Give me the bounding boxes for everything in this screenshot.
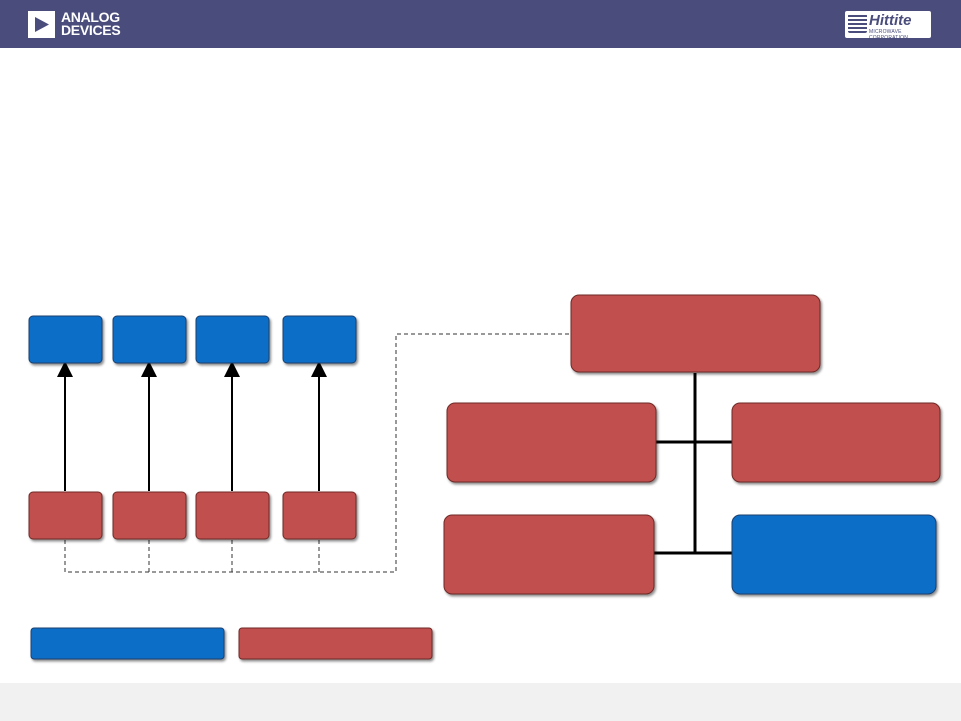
legend-blue-box	[30, 627, 225, 660]
analog-devices-logo: ANALOG DEVICES	[28, 8, 121, 40]
right-root-box	[570, 294, 821, 373]
left-top-box-3	[195, 315, 270, 364]
right-child-box-3	[443, 514, 655, 595]
globe-icon	[848, 14, 867, 33]
right-child-box-4	[731, 514, 937, 595]
left-top-box-1	[28, 315, 103, 364]
org-diagram	[28, 294, 941, 660]
footer-bar	[0, 683, 961, 721]
left-top-box-2	[112, 315, 187, 364]
left-bottom-box-3	[195, 491, 270, 540]
right-child-box-2	[731, 402, 941, 483]
right-child-box-1	[446, 402, 657, 483]
tree-connector	[654, 373, 732, 555]
legend-red-box	[238, 627, 433, 660]
left-bottom-box-1	[28, 491, 103, 540]
dashed-connector	[64, 333, 570, 573]
left-top-box-4	[282, 315, 357, 364]
hittite-wordmark: Hittite	[869, 12, 912, 29]
left-bottom-box-2	[112, 491, 187, 540]
analog-devices-wordmark: ANALOG DEVICES	[61, 9, 121, 38]
header-bar: ANALOG DEVICES Hittite MICROWAVE CORPORA…	[0, 0, 961, 48]
hittite-subtitle: MICROWAVE CORPORATION	[869, 29, 909, 41]
left-bottom-box-4	[282, 491, 357, 540]
play-triangle-icon	[28, 10, 55, 38]
hittite-logo: Hittite MICROWAVE CORPORATION	[845, 11, 931, 41]
